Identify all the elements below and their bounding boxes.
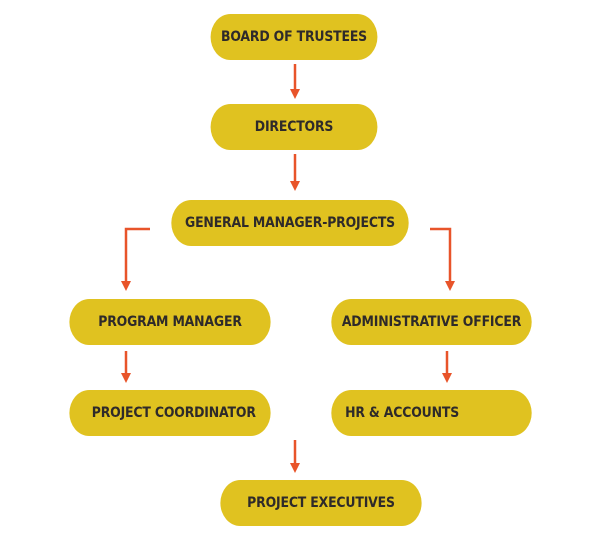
node-label: DIRECTORS	[254, 119, 334, 135]
node-label: PROJECT EXECUTIVES	[247, 495, 395, 511]
arrow-general-manager-to-program-manager	[121, 227, 150, 291]
arrow-general-manager-to-administrative-officer	[430, 227, 455, 291]
node-project-coordinator: PROJECT COORDINATOR	[69, 390, 271, 436]
node-directors: DIRECTORS	[210, 104, 378, 150]
node-board-of-trustees: BOARD OF TRUSTEES	[210, 14, 378, 60]
node-administrative-officer: ADMINISTRATIVE OFFICER	[331, 299, 532, 345]
node-label: HR & ACCOUNTS	[345, 405, 460, 421]
node-hr-accounts: HR & ACCOUNTS	[331, 390, 532, 436]
node-label: ADMINISTRATIVE OFFICER	[341, 314, 522, 330]
node-general-manager-projects: GENERAL MANAGER-PROJECTS	[171, 200, 409, 246]
node-label: GENERAL MANAGER-PROJECTS	[185, 215, 395, 231]
node-label: PROJECT COORDINATOR	[91, 405, 256, 421]
node-label: PROGRAM MANAGER	[98, 314, 242, 330]
node-project-executives: PROJECT EXECUTIVES	[220, 480, 422, 526]
node-program-manager: PROGRAM MANAGER	[69, 299, 271, 345]
node-label: BOARD OF TRUSTEES	[220, 29, 367, 45]
